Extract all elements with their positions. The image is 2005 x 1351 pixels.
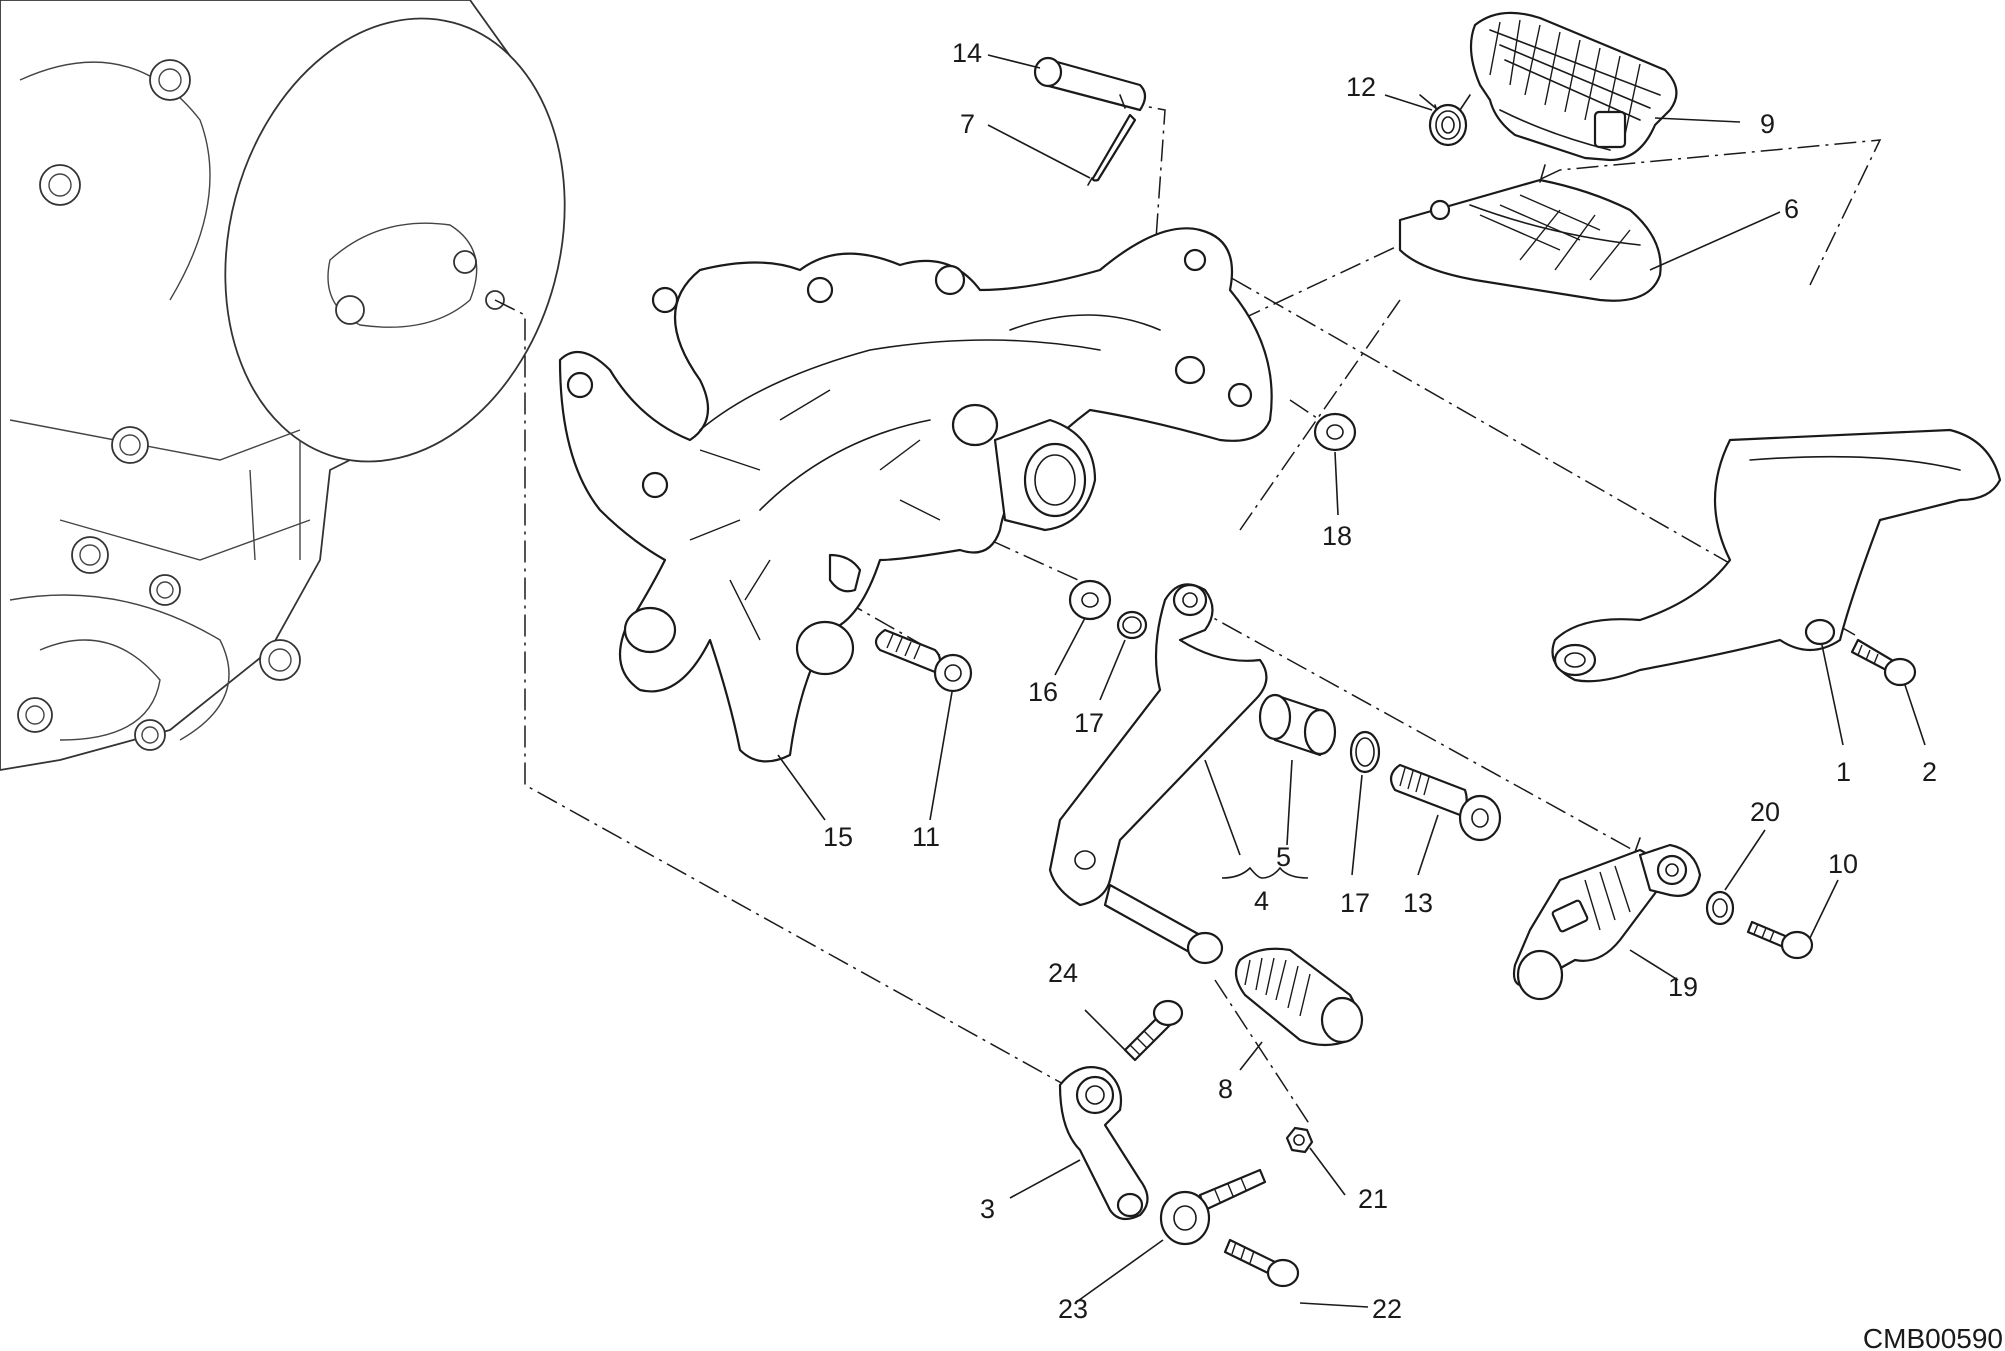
callout-7: 7 <box>960 109 975 139</box>
engine-housing <box>0 0 566 771</box>
callout-11: 11 <box>912 822 940 852</box>
callout-18: 18 <box>1322 521 1352 551</box>
circlip-17-lower <box>1349 730 1381 774</box>
callout-6: 6 <box>1784 194 1799 224</box>
screw-10 <box>1746 920 1814 960</box>
callout-16: 16 <box>1028 677 1058 707</box>
callout-19: 19 <box>1668 972 1698 1002</box>
engine-bolt-7 <box>17 697 53 733</box>
return-spring <box>1419 94 1471 147</box>
rod-end-23 <box>1159 1168 1267 1246</box>
callout-1: 1 <box>1836 757 1851 787</box>
callout-10: 10 <box>1828 849 1858 879</box>
callout-23: 23 <box>1058 1294 1088 1324</box>
screw-22 <box>1223 1238 1300 1288</box>
callout-5: 5 <box>1276 842 1291 872</box>
callout-22: 22 <box>1372 1294 1402 1324</box>
engine-bolt-6 <box>259 639 301 681</box>
engine-bolt-3 <box>111 426 149 464</box>
callout-2: 2 <box>1922 757 1937 787</box>
callout-labels: 14 7 12 9 6 18 1 2 16 17 11 15 5 4 17 13… <box>823 38 1937 1324</box>
bushing-5 <box>1258 693 1337 757</box>
shift-sensor <box>1512 837 1702 1001</box>
heel-guard <box>1551 428 2002 683</box>
engine-bolt-1 <box>149 59 191 101</box>
callout-24: 24 <box>1048 958 1078 988</box>
callout-4: 4 <box>1254 886 1269 916</box>
callout-12: 12 <box>1346 72 1376 102</box>
engine-bolt-2 <box>39 164 81 206</box>
callout-9: 9 <box>1760 109 1775 139</box>
bolt-11 <box>874 628 973 693</box>
pivot-bolt-13 <box>1389 763 1502 842</box>
washer-16 <box>1068 579 1112 621</box>
washer-20 <box>1705 890 1735 926</box>
bolt-24 <box>1123 999 1184 1062</box>
callout-13: 13 <box>1403 888 1433 918</box>
screw-2 <box>1850 638 1917 687</box>
engine-bolt-5 <box>149 574 181 606</box>
callout-20: 20 <box>1750 797 1780 827</box>
callout-17-lower: 17 <box>1340 888 1370 918</box>
footpeg-bracket <box>558 227 1273 763</box>
pedal-rubber <box>1234 947 1364 1047</box>
footpeg-rubber-pad <box>1469 11 1678 162</box>
callout-14: 14 <box>952 38 982 68</box>
drawing-code: CMB00590 <box>1863 1323 2003 1351</box>
nut-21 <box>1285 1126 1314 1154</box>
cotter-pin <box>1087 113 1137 186</box>
pivot-pin <box>1033 56 1147 112</box>
callout-3: 3 <box>980 1194 995 1224</box>
callout-8: 8 <box>1218 1074 1233 1104</box>
footpeg <box>1398 164 1662 302</box>
pedal-lever <box>1048 583 1268 965</box>
circlip-17-upper <box>1116 610 1148 640</box>
callout-21: 21 <box>1358 1184 1388 1214</box>
callout-15: 15 <box>823 822 853 852</box>
callout-17-upper: 17 <box>1074 708 1104 738</box>
engine-bolt-8 <box>134 719 166 751</box>
washer-18 <box>1313 412 1357 452</box>
shift-arm <box>1058 1066 1149 1221</box>
engine-bolt-4 <box>71 536 109 574</box>
leader-lines <box>777 54 1926 1308</box>
